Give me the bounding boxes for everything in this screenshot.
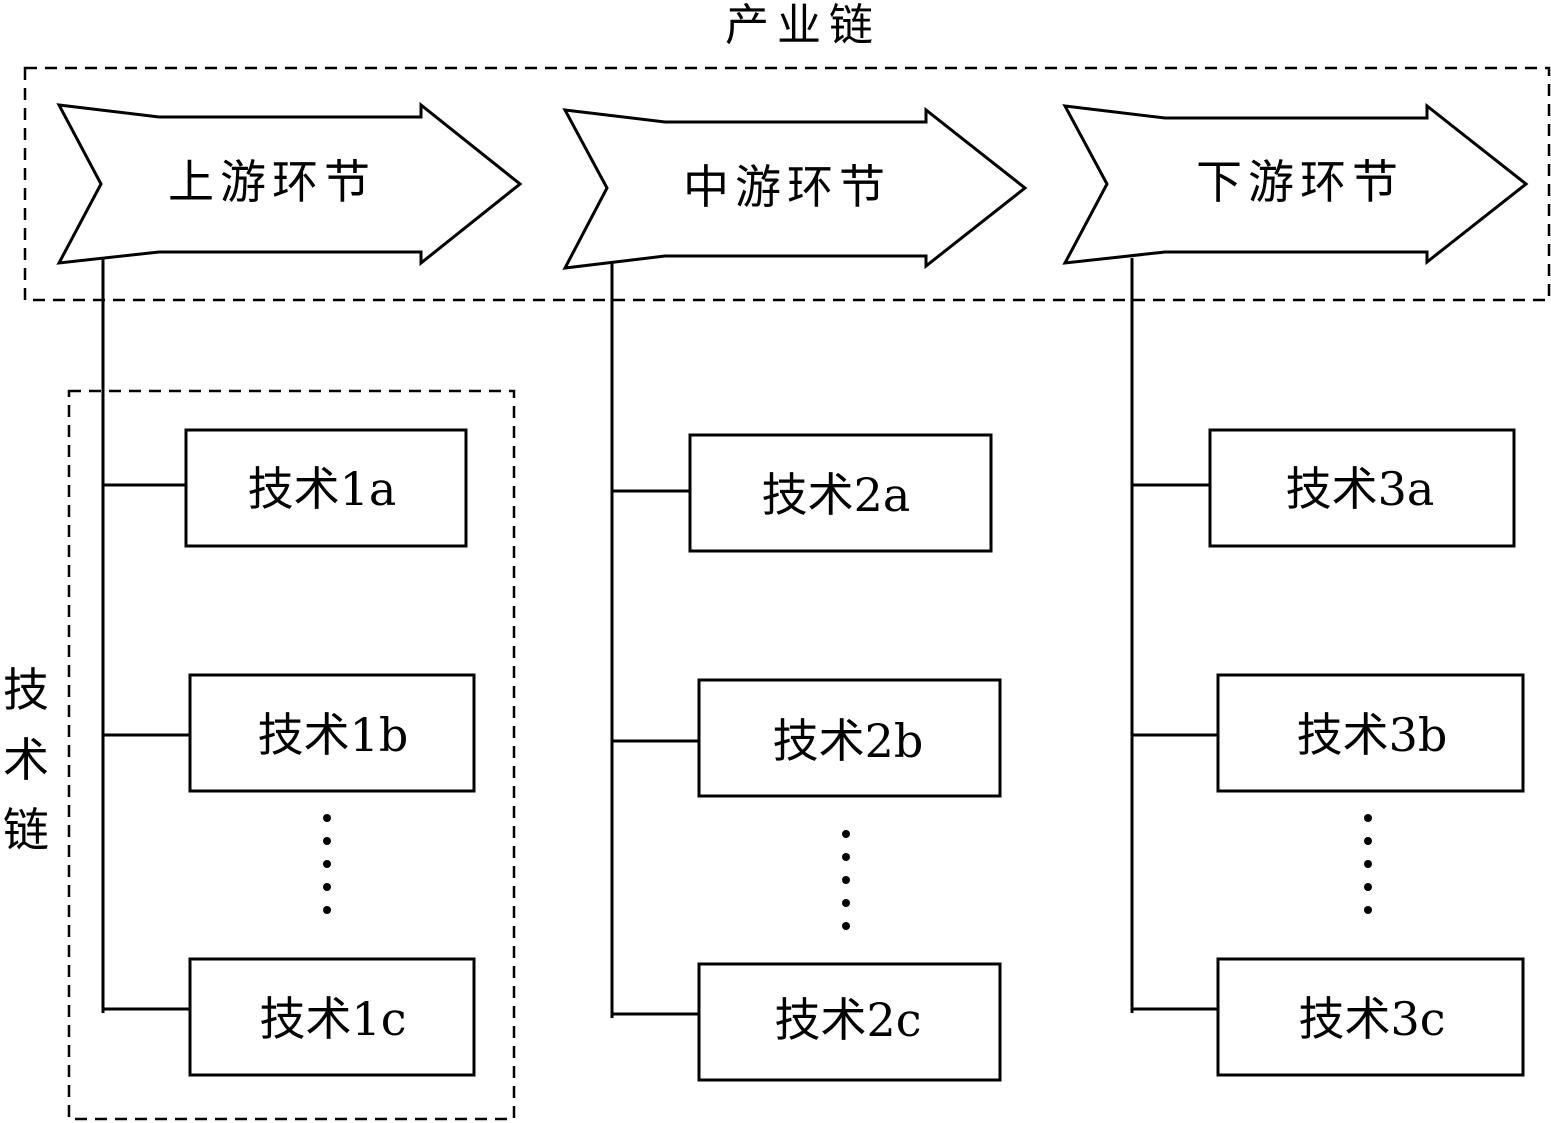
midstream-stage-label: 中游环节 <box>683 160 891 214</box>
tech-2c-label: 技术2c <box>774 993 921 1047</box>
industry-chain-title: 产业链 <box>725 0 881 51</box>
tech-chain-label-char-2: 术 <box>3 733 49 787</box>
stage-upstream: 上游环节 技术1a 技术1b 技术1c <box>56 101 523 1077</box>
tech-3a-label: 技术3a <box>1286 462 1435 516</box>
tech-2c-box <box>697 962 1002 1082</box>
tech-1b-label: 技术1b <box>258 708 409 762</box>
upstream-stage-label: 上游环节 <box>168 155 376 209</box>
tech-3c-box <box>1216 957 1525 1077</box>
tech-2b-box <box>697 678 1002 798</box>
tech-2a-box <box>688 433 993 553</box>
midstream-ellipsis <box>842 830 850 930</box>
tech-1c-label: 技术1c <box>259 992 406 1046</box>
stage-downstream: 下游环节 技术3a 技术3b 技术3c <box>1062 102 1529 1077</box>
tech-1b-box <box>188 673 476 793</box>
industry-chain-frame <box>23 66 1551 302</box>
downstream-stage-label: 下游环节 <box>1196 155 1404 209</box>
tech-chain-label-char-1: 技 <box>3 663 49 717</box>
upstream-arrow-shape <box>56 101 523 267</box>
tech-1c-box <box>188 957 476 1077</box>
stage-midstream: 中游环节 技术2a 技术2b 技术2c <box>562 106 1028 1082</box>
tech-3c-label: 技术3c <box>1298 992 1445 1046</box>
midstream-arrow-shape <box>562 106 1028 270</box>
downstream-ellipsis <box>1364 814 1372 914</box>
upstream-ellipsis <box>323 814 331 914</box>
tech-chain-frame <box>67 389 516 1121</box>
tech-3b-box <box>1216 673 1525 793</box>
tech-1a-label: 技术1a <box>248 462 397 516</box>
downstream-arrow-shape <box>1062 102 1529 266</box>
tech-chain-label-char-3: 链 <box>3 803 49 857</box>
tech-3b-label: 技术3b <box>1297 708 1448 762</box>
tech-2a-label: 技术2a <box>762 468 911 522</box>
tech-3a-box <box>1208 428 1516 548</box>
tech-2b-label: 技术2b <box>773 714 924 768</box>
tech-1a-box <box>184 428 468 548</box>
